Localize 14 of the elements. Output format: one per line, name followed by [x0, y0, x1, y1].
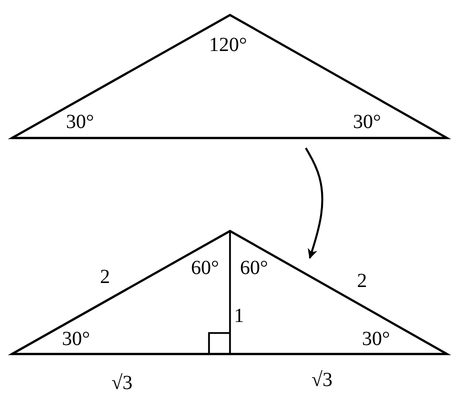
measure-label: 30°	[362, 329, 390, 349]
curved-arrow	[304, 148, 324, 259]
measure-label: √3	[312, 370, 332, 390]
triangle-drawing	[10, 13, 450, 140]
measure-label: 30°	[353, 112, 381, 132]
measure-label: 1	[234, 306, 244, 326]
measure-label: 30°	[66, 112, 94, 132]
measure-label: 2	[357, 271, 367, 291]
measure-label: 60°	[240, 258, 268, 278]
measure-label: 2	[100, 267, 110, 287]
measure-label: 120°	[209, 35, 247, 55]
measure-label: 30°	[62, 329, 90, 349]
measure-label: √3	[112, 373, 132, 393]
measure-label: 60°	[191, 258, 219, 278]
